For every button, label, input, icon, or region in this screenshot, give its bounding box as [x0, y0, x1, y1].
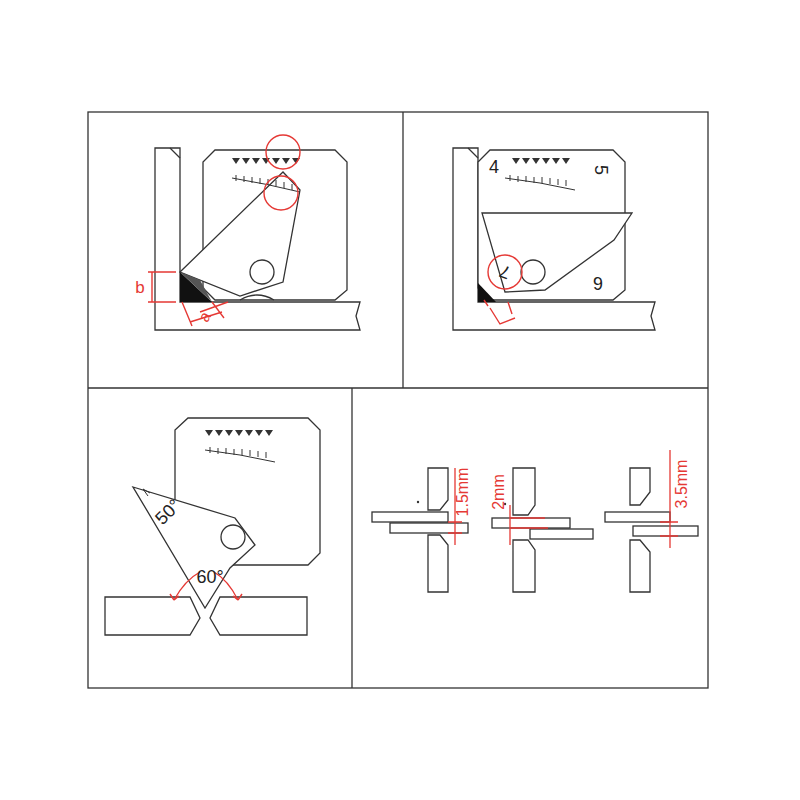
gap-dimension: 2mm	[491, 474, 507, 510]
scale-number: 6	[593, 274, 603, 292]
dimension-letter: b	[135, 279, 144, 296]
gap-dimension: 1.5mm	[455, 468, 471, 517]
gap-dimension: 3.5mm	[674, 460, 690, 509]
angle-label: 60°	[196, 568, 223, 586]
scale-number: 4	[489, 158, 499, 176]
scale-number: 5	[592, 165, 610, 175]
